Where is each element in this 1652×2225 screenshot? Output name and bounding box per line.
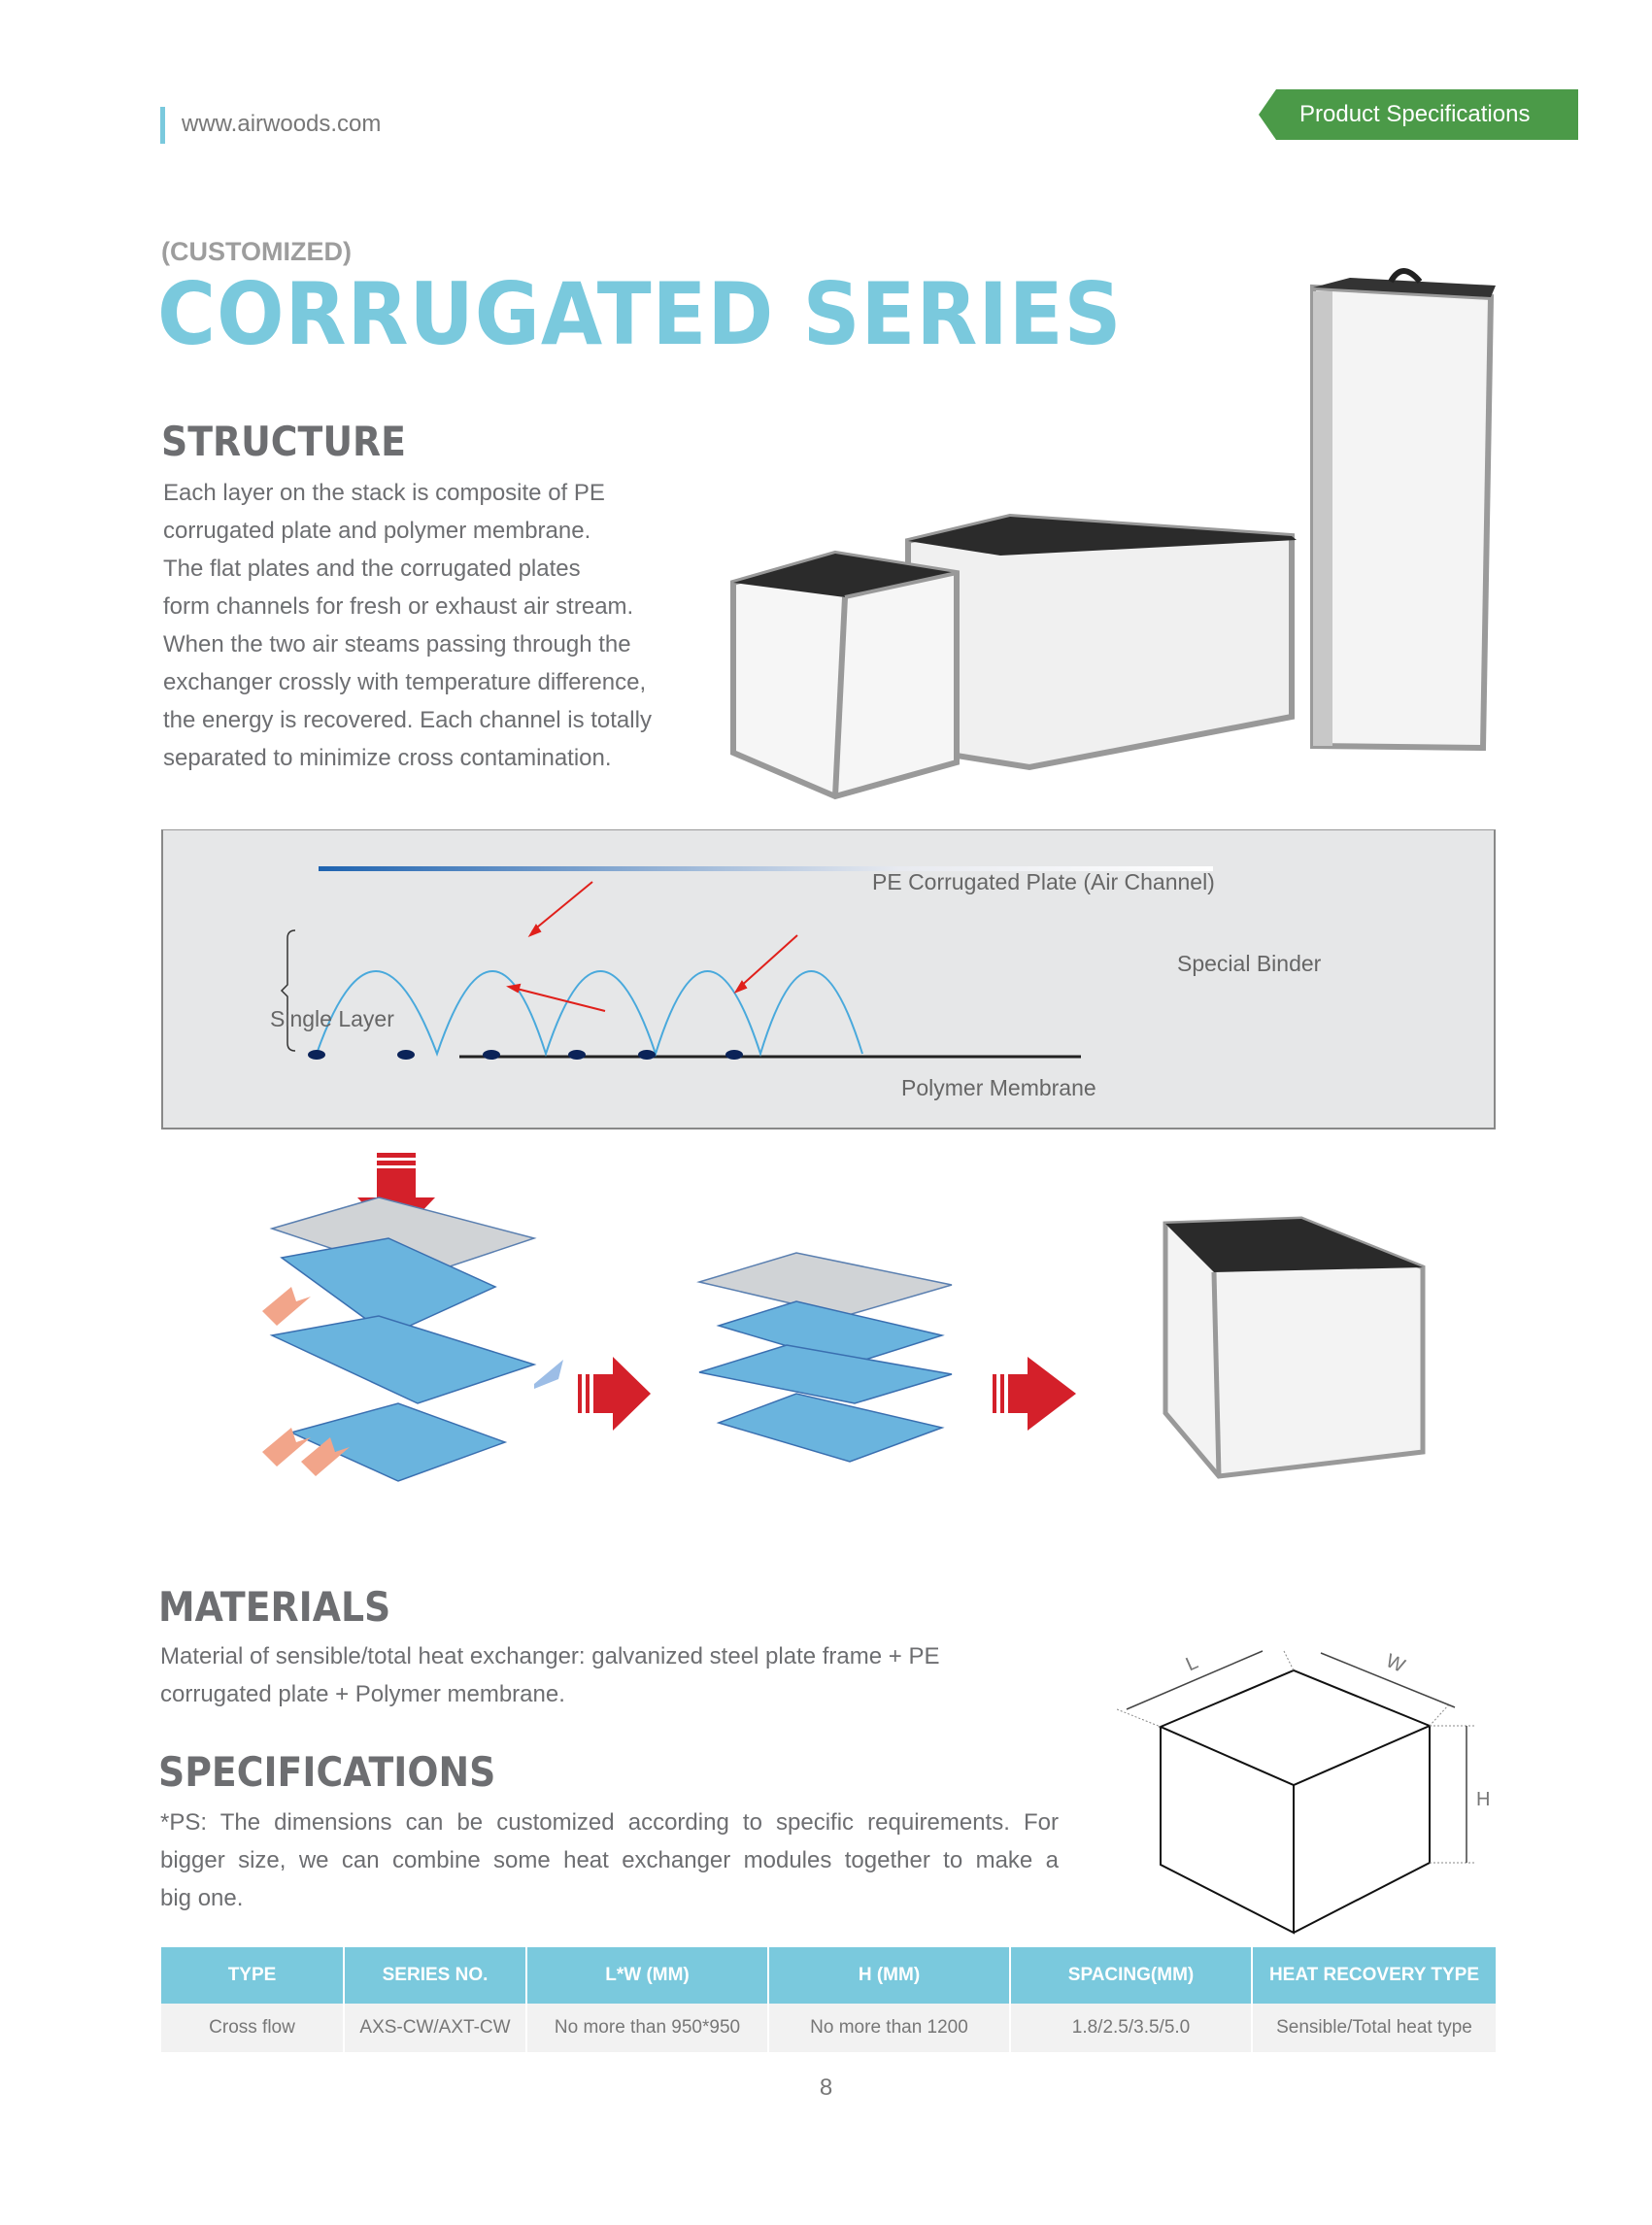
- section-tab: Product Specifications: [1259, 89, 1578, 140]
- right-arrow-icon: [578, 1357, 651, 1431]
- column-header: L*W (MM): [526, 1947, 769, 2004]
- table-cell: Cross flow: [161, 2004, 345, 2052]
- gradient-line: [319, 866, 1213, 871]
- corrugation-drawing: [280, 866, 1213, 1060]
- specifications-text: *PS: The dimensions can be customized ac…: [160, 1804, 1059, 1917]
- text-line: separated to minimize cross contaminatio…: [163, 745, 612, 771]
- column-header: SERIES NO.: [344, 1947, 527, 2004]
- structure-heading: STRUCTURE: [161, 418, 406, 465]
- binder-dots: [308, 1050, 743, 1060]
- text-line: exchanger crossly with temperature diffe…: [163, 669, 647, 695]
- table-cell: AXS-CW/AXT-CW: [344, 2004, 527, 2052]
- structure-text: Each layer on the stack is composite of …: [163, 474, 652, 777]
- text-line: The flat plates and the corrugated plate…: [163, 556, 581, 582]
- materials-heading: MATERIALS: [158, 1583, 391, 1631]
- text-line: Each layer on the stack is composite of …: [163, 480, 605, 506]
- page-number: 8: [819, 2074, 833, 2101]
- dimension-cube-diagram: [1117, 1650, 1476, 1935]
- label-polymer-membrane: Polymer Membrane: [901, 1075, 1096, 1100]
- text-line: Material of sensible/total heat exchange…: [160, 1643, 940, 1669]
- label-corrugated-plate: PE Corrugated Plate (Air Channel): [872, 869, 1215, 894]
- assembly-illustration: [262, 1153, 1426, 1482]
- text-line: form channels for fresh or exhaust air s…: [163, 593, 634, 620]
- page-title: CORRUGATED SERIES: [157, 264, 1123, 364]
- label-single-layer: Single Layer: [270, 1006, 394, 1031]
- callout-arrows: [506, 881, 798, 1012]
- product-photo-exchangers: [730, 268, 1496, 800]
- column-header: H (MM): [768, 1947, 1011, 2004]
- website-url[interactable]: www.airwoods.com: [182, 111, 382, 137]
- table-cell: No more than 950*950: [526, 2004, 769, 2052]
- text-line: bigger size, we can combine some heat ex…: [160, 1847, 1059, 1873]
- materials-text: Material of sensible/total heat exchange…: [160, 1637, 1059, 1713]
- table-cell: Sensible/Total heat type: [1252, 2004, 1496, 2052]
- text-line: corrugated plate + Polymer membrane.: [160, 1681, 565, 1707]
- column-header: SPACING(MM): [1010, 1947, 1253, 2004]
- label-special-binder: Special Binder: [1177, 951, 1322, 976]
- text-line: the energy is recovered. Each channel is…: [163, 707, 652, 733]
- url-accent-bar: [160, 107, 165, 144]
- corrugated-wave: [316, 970, 863, 1058]
- table-cell: No more than 1200: [768, 2004, 1011, 2052]
- text-line: corrugated plate and polymer membrane.: [163, 518, 591, 544]
- text-line: big one.: [160, 1885, 244, 1911]
- brace: [280, 929, 296, 1052]
- right-arrow-icon: [993, 1357, 1076, 1431]
- dimension-label-h: H: [1476, 1789, 1491, 1810]
- column-header: TYPE: [161, 1947, 345, 2004]
- column-header: HEAT RECOVERY TYPE: [1252, 1947, 1496, 2004]
- text-line: When the two air steams passing through …: [163, 631, 631, 657]
- structure-diagram: PE Corrugated Plate (Air Channel) Specia…: [161, 829, 1496, 1129]
- subtitle: (CUSTOMIZED): [161, 237, 352, 266]
- table-header-row: TYPE SERIES NO. L*W (MM) H (MM) SPACING(…: [161, 1947, 1496, 2004]
- table-row: Cross flow AXS-CW/AXT-CW No more than 95…: [161, 2004, 1496, 2052]
- table-cell: 1.8/2.5/3.5/5.0: [1010, 2004, 1253, 2052]
- specifications-heading: SPECIFICATIONS: [158, 1748, 496, 1796]
- specifications-table: TYPE SERIES NO. L*W (MM) H (MM) SPACING(…: [161, 1947, 1496, 2052]
- text-line: *PS: The dimensions can be customized ac…: [160, 1809, 1059, 1836]
